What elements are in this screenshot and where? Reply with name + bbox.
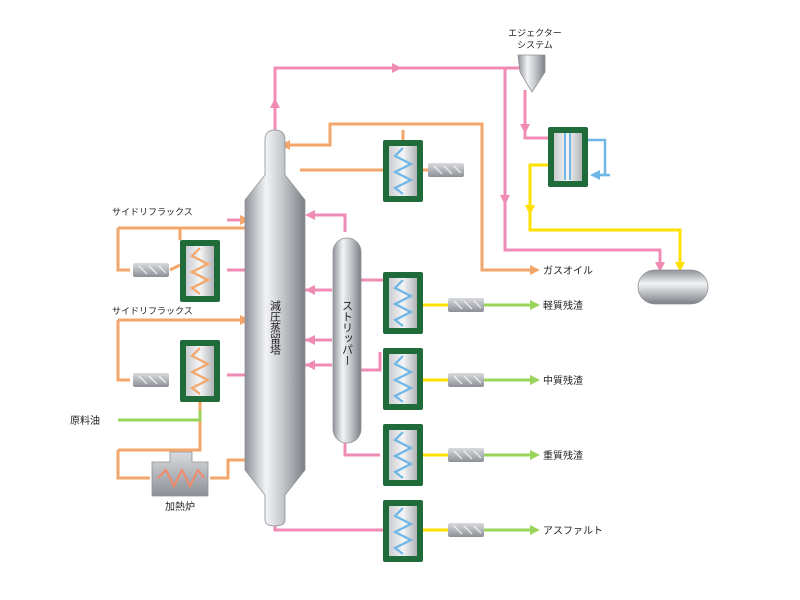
product-lines (118, 303, 530, 532)
pump-medium-icon (447, 372, 485, 388)
drum-icon (637, 269, 709, 305)
ejector-label-line2: システム (517, 40, 553, 51)
pump-light-icon (447, 297, 485, 313)
furnace-icon (151, 451, 209, 497)
heavy-residue-label: 重質残渣 (543, 449, 583, 462)
exchanger-heavy-icon (383, 424, 423, 486)
pump-heavy-icon (447, 447, 485, 463)
condenser-exchanger-icon (548, 127, 588, 187)
stripper-vessel (332, 237, 362, 444)
asphalt-label: アスファルト (543, 526, 603, 537)
pump-asphalt-icon (447, 522, 485, 538)
gas-oil-label: ガスオイル (543, 265, 593, 277)
cooling-water-lines (585, 138, 610, 177)
exchanger-medium-icon (383, 348, 423, 410)
medium-residue-label: 中質残渣 (543, 374, 583, 387)
ejector-icon (517, 54, 546, 93)
stripper-label: ストリッパー (341, 300, 354, 366)
side-reflux-label-2: サイドリフラックス (112, 306, 193, 317)
exchanger-asphalt-icon (383, 500, 423, 562)
pump-reflux2-icon (132, 372, 170, 388)
crude-oil-label: 原料油 (70, 414, 100, 427)
pump-reflux1-icon (132, 262, 170, 278)
vacuum-column-label: 減圧蒸留塔 (269, 299, 282, 356)
pump-top-icon (427, 162, 465, 178)
vacuum-column (244, 129, 306, 527)
exchanger-light-icon (383, 272, 423, 334)
exchanger-top-icon (383, 140, 423, 202)
light-residue-label: 軽質残渣 (543, 299, 583, 312)
exchanger-reflux2-icon (180, 340, 220, 402)
cooled-lines (420, 163, 682, 532)
ejector-label-line1: エジェクター (508, 28, 562, 39)
side-reflux-label-1: サイドリフラックス (112, 207, 193, 218)
heater-label: 加熱炉 (165, 500, 195, 513)
exchanger-reflux1-icon (180, 240, 220, 302)
